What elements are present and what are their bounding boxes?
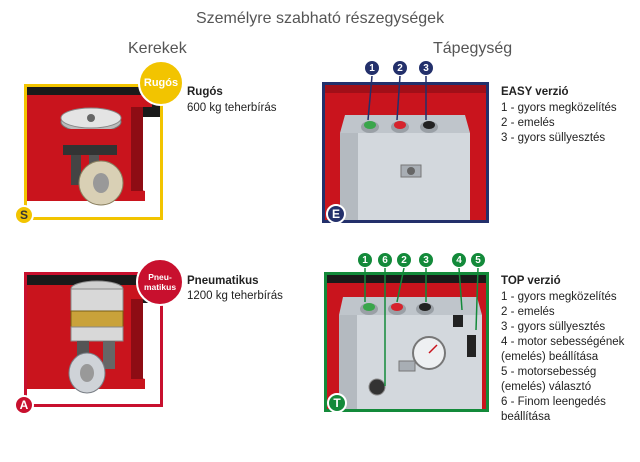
spring-caster-illustration	[27, 87, 160, 206]
top-corner-label: T	[333, 396, 341, 410]
top-item: 5 - motorsebesség	[501, 366, 597, 378]
top-number-3: 3	[418, 252, 434, 268]
easy-leaders-svg	[367, 75, 427, 121]
pneumatic-badge-line2: matikus	[143, 282, 177, 292]
top-number-2: 2	[396, 252, 412, 268]
pneumatic-desc: 1200 kg teherbírás	[187, 290, 283, 302]
easy-item: 3 - gyors süllyesztés	[501, 132, 606, 144]
pneumatic-wheel-panel	[24, 272, 163, 407]
top-item: beállítása	[501, 411, 551, 423]
top-unit-panel	[324, 272, 489, 412]
top-item: 4 - motor sebességének	[501, 336, 625, 348]
easy-leader-lines	[360, 75, 440, 124]
pneumatic-badge-line1: Pneu-	[148, 272, 172, 282]
spring-title: Rugós	[187, 86, 223, 98]
top-item: 1 - gyors megközelítés	[501, 291, 617, 303]
top-title: TOP verzió	[501, 275, 561, 287]
pneumatic-corner-badge: A	[14, 395, 34, 415]
easy-number-2: 2	[392, 60, 408, 76]
top-item: (emelés) beállítása	[501, 351, 599, 363]
page-title: Személyre szabható részegységek	[195, 10, 445, 27]
top-leader-lines	[360, 267, 490, 398]
easy-corner-badge: E	[326, 204, 346, 224]
top-unit-illustration	[327, 275, 486, 409]
spring-badge: Rugós	[138, 60, 184, 106]
spring-corner-label: S	[19, 208, 28, 222]
top-leaders-svg	[364, 267, 479, 386]
spring-corner-badge: S	[14, 205, 34, 225]
pneumatic-corner-label: A	[19, 398, 29, 412]
spring-desc: 600 kg teherbírás	[187, 102, 277, 114]
top-number-5: 5	[470, 252, 486, 268]
pneumatic-caster-illustration	[27, 275, 160, 394]
easy-item: 2 - emelés	[501, 117, 555, 129]
top-number-1: 1	[357, 252, 373, 268]
easy-unit-panel	[322, 82, 489, 223]
easy-unit-illustration	[325, 85, 486, 220]
easy-feature-list: 1 - gyors megközelítés 2 - emelés 3 - gy…	[501, 101, 617, 146]
easy-number-3: 3	[418, 60, 434, 76]
easy-item: 1 - gyors megközelítés	[501, 102, 617, 114]
easy-corner-label: E	[331, 207, 340, 221]
easy-title: EASY verzió	[501, 86, 569, 98]
pneumatic-badge: Pneu- matikus	[136, 258, 184, 306]
top-number-6: 6	[377, 252, 393, 268]
easy-number-1: 1	[364, 60, 380, 76]
pneumatic-title: Pneumatikus	[187, 275, 259, 287]
top-item: 2 - emelés	[501, 306, 555, 318]
heading-wheels: Kerekek	[128, 40, 187, 57]
top-number-4: 4	[451, 252, 467, 268]
spring-wheel-panel	[24, 84, 163, 220]
heading-power-unit: Tápegység	[433, 40, 513, 57]
top-feature-list: 1 - gyors megközelítés 2 - emelés 3 - gy…	[501, 290, 624, 425]
spring-badge-label: Rugós	[143, 77, 179, 89]
top-item: 3 - gyors süllyesztés	[501, 321, 606, 333]
top-item: (emelés) választó	[501, 381, 592, 393]
top-item: 6 - Finom leengedés	[501, 396, 606, 408]
top-corner-badge: T	[327, 393, 347, 413]
